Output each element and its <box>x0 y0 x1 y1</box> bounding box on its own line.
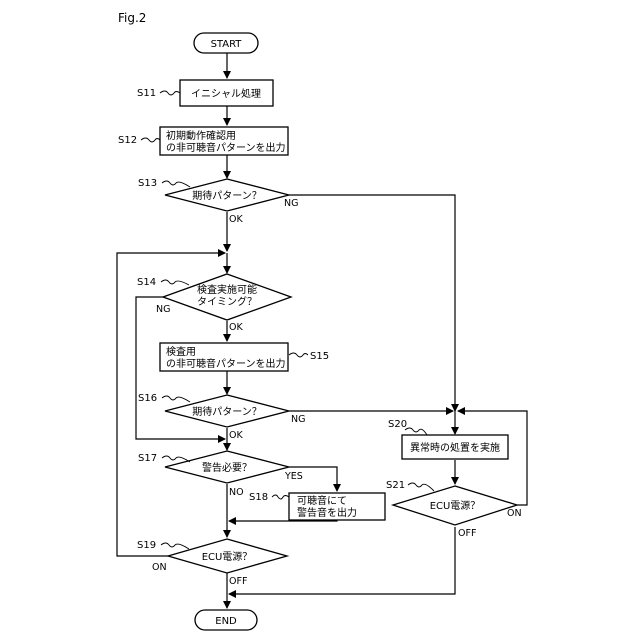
process-s15: 検査用 の非可聴音パターンを出力 <box>160 343 288 371</box>
s16-ng-label: NG <box>291 414 305 425</box>
edge-labels: OK NG OK NG OK NG YES NO ON OFF ON OFF <box>152 198 522 587</box>
step-s18: S18 <box>249 492 268 503</box>
process-s11: イニシャル処理 <box>180 80 273 106</box>
step-s21: S21 <box>386 480 405 491</box>
s14-ok-label: OK <box>229 322 243 333</box>
decision-s19: ECU電源？ <box>168 539 287 573</box>
end-terminal: END <box>195 610 257 630</box>
figure-label: Fig.2 <box>118 11 146 25</box>
end-label: END <box>215 616 237 627</box>
edge-s13-ng <box>289 195 455 411</box>
s13-ng-label: NG <box>284 198 298 209</box>
leader-s19 <box>161 543 189 549</box>
s16-label: 期待パターン？ <box>192 405 262 418</box>
leader-s13 <box>162 181 190 187</box>
s18-label-line1: 可聴音にて <box>297 494 347 507</box>
process-s20: 異常時の処置を実施 <box>402 435 508 459</box>
step-s20: S20 <box>388 419 407 430</box>
leader-s18 <box>272 495 289 499</box>
decision-s16: 期待パターン？ <box>165 395 289 427</box>
leader-s16 <box>162 396 190 402</box>
s16-ok-label: OK <box>229 430 243 441</box>
step-s12: S12 <box>118 135 137 146</box>
leader-s21 <box>408 483 434 491</box>
decision-s21: ECU電源？ <box>393 486 517 525</box>
leader-s14 <box>161 280 189 285</box>
s12-label-line2: の非可聴音パターンを出力 <box>166 141 286 154</box>
s21-label: ECU電源？ <box>430 499 481 512</box>
decision-s17: 警告必要？ <box>165 451 289 483</box>
s15-label-line1: 検査用 <box>166 345 196 358</box>
s14-label-line1: 検査実施可能 <box>197 283 257 296</box>
leader-s15 <box>289 353 308 357</box>
s14-ng-label: NG <box>156 304 170 315</box>
step-s11: S11 <box>137 88 156 99</box>
s19-label: ECU電源？ <box>202 550 253 563</box>
leader-s20 <box>405 428 427 435</box>
decision-s14: 検査実施可能 タイミング？ <box>163 274 291 320</box>
s20-label: 異常時の処置を実施 <box>410 441 500 454</box>
s12-label-line1: 初期動作確認用 <box>166 129 236 142</box>
step-labels: S11 S12 S13 S14 S15 S16 S17 S18 S19 S20 … <box>118 88 434 551</box>
s17-label: 警告必要？ <box>202 461 252 474</box>
process-s12: 初期動作確認用 の非可聴音パターンを出力 <box>160 127 288 155</box>
s14-label-line2: タイミング？ <box>197 295 257 308</box>
s11-label: イニシャル処理 <box>191 87 261 100</box>
start-terminal: START <box>194 33 258 53</box>
step-s15: S15 <box>310 351 329 362</box>
leader-s12 <box>141 138 160 142</box>
s15-label-line2: の非可聴音パターンを出力 <box>166 357 286 370</box>
s13-label: 期待パターン？ <box>192 189 262 202</box>
s17-no-label: NO <box>229 487 244 498</box>
s21-off-label: OFF <box>458 528 476 539</box>
s18-label-line2: 警告音を出力 <box>297 506 357 519</box>
leader-s11 <box>160 91 180 95</box>
step-s16: S16 <box>138 393 157 404</box>
s21-on-label: ON <box>507 508 522 519</box>
step-s14: S14 <box>137 277 156 288</box>
s19-on-label: ON <box>152 562 167 573</box>
start-label: START <box>211 39 243 50</box>
s17-yes-label: YES <box>284 471 303 482</box>
step-s19: S19 <box>137 540 156 551</box>
step-s17: S17 <box>138 453 157 464</box>
step-s13: S13 <box>138 178 157 189</box>
s13-ok-label: OK <box>229 214 243 225</box>
s19-off-label: OFF <box>229 576 247 587</box>
process-s18: 可聴音にて 警告音を出力 <box>289 493 385 520</box>
